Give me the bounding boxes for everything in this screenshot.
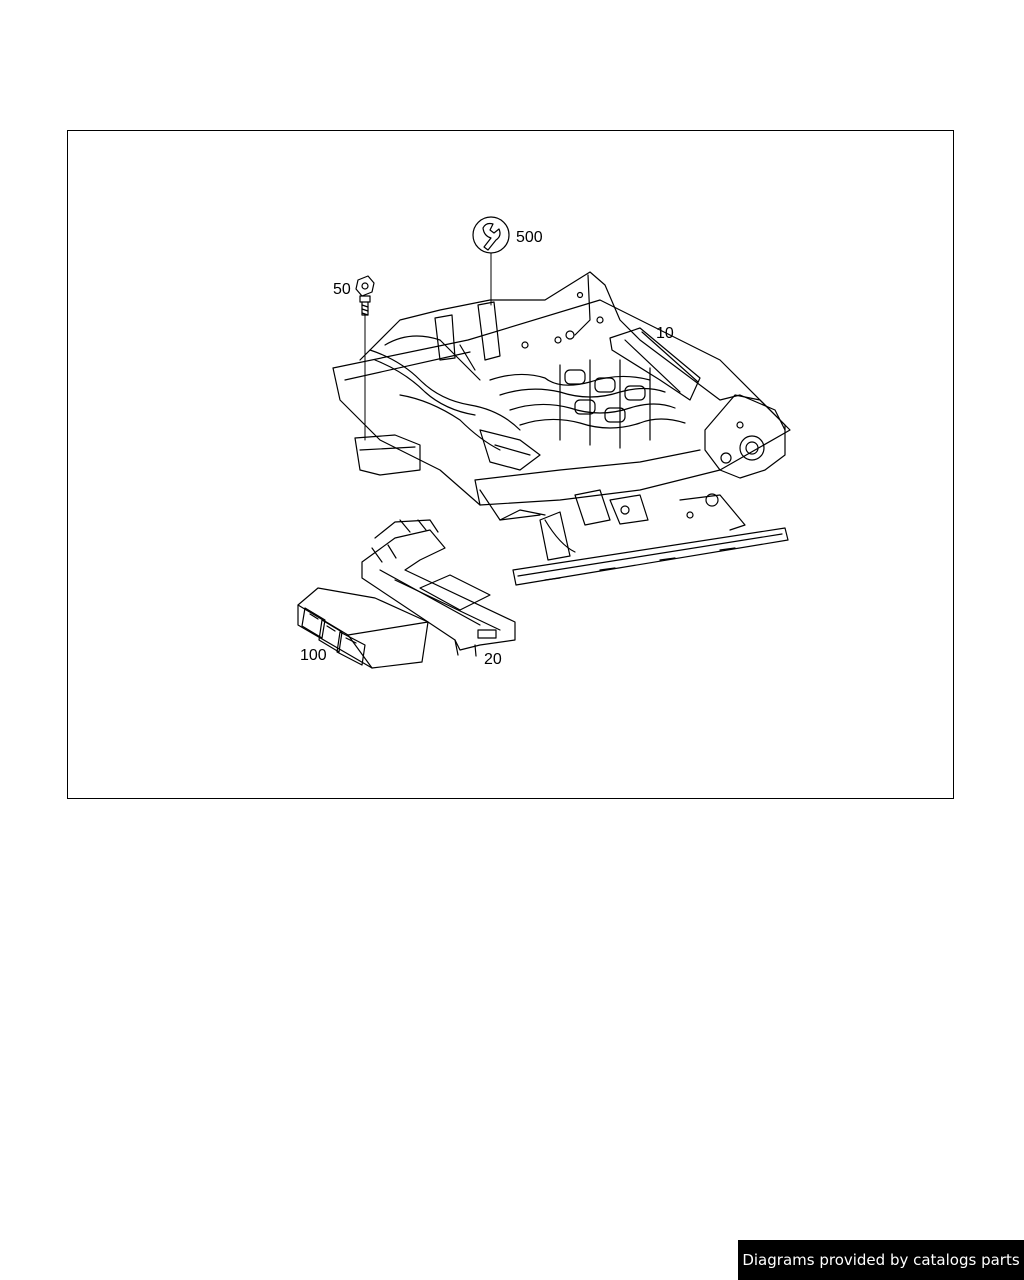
callout-control-unit: 100 [300,647,327,664]
wrench-icon [472,216,510,306]
callout-screw: 50 [333,281,351,298]
control-unit-drawing [297,587,429,669]
callout-seat-frame: 10 [656,325,674,342]
credit-badge: Diagrams provided by catalogs parts [738,1240,1024,1280]
callout-service-tool: 500 [516,229,543,246]
diagram-frame [67,130,954,799]
seat-frame-drawing [332,271,791,586]
bracket-drawing [361,519,516,657]
callout-bracket: 20 [484,651,502,668]
screw-icon [355,275,375,441]
